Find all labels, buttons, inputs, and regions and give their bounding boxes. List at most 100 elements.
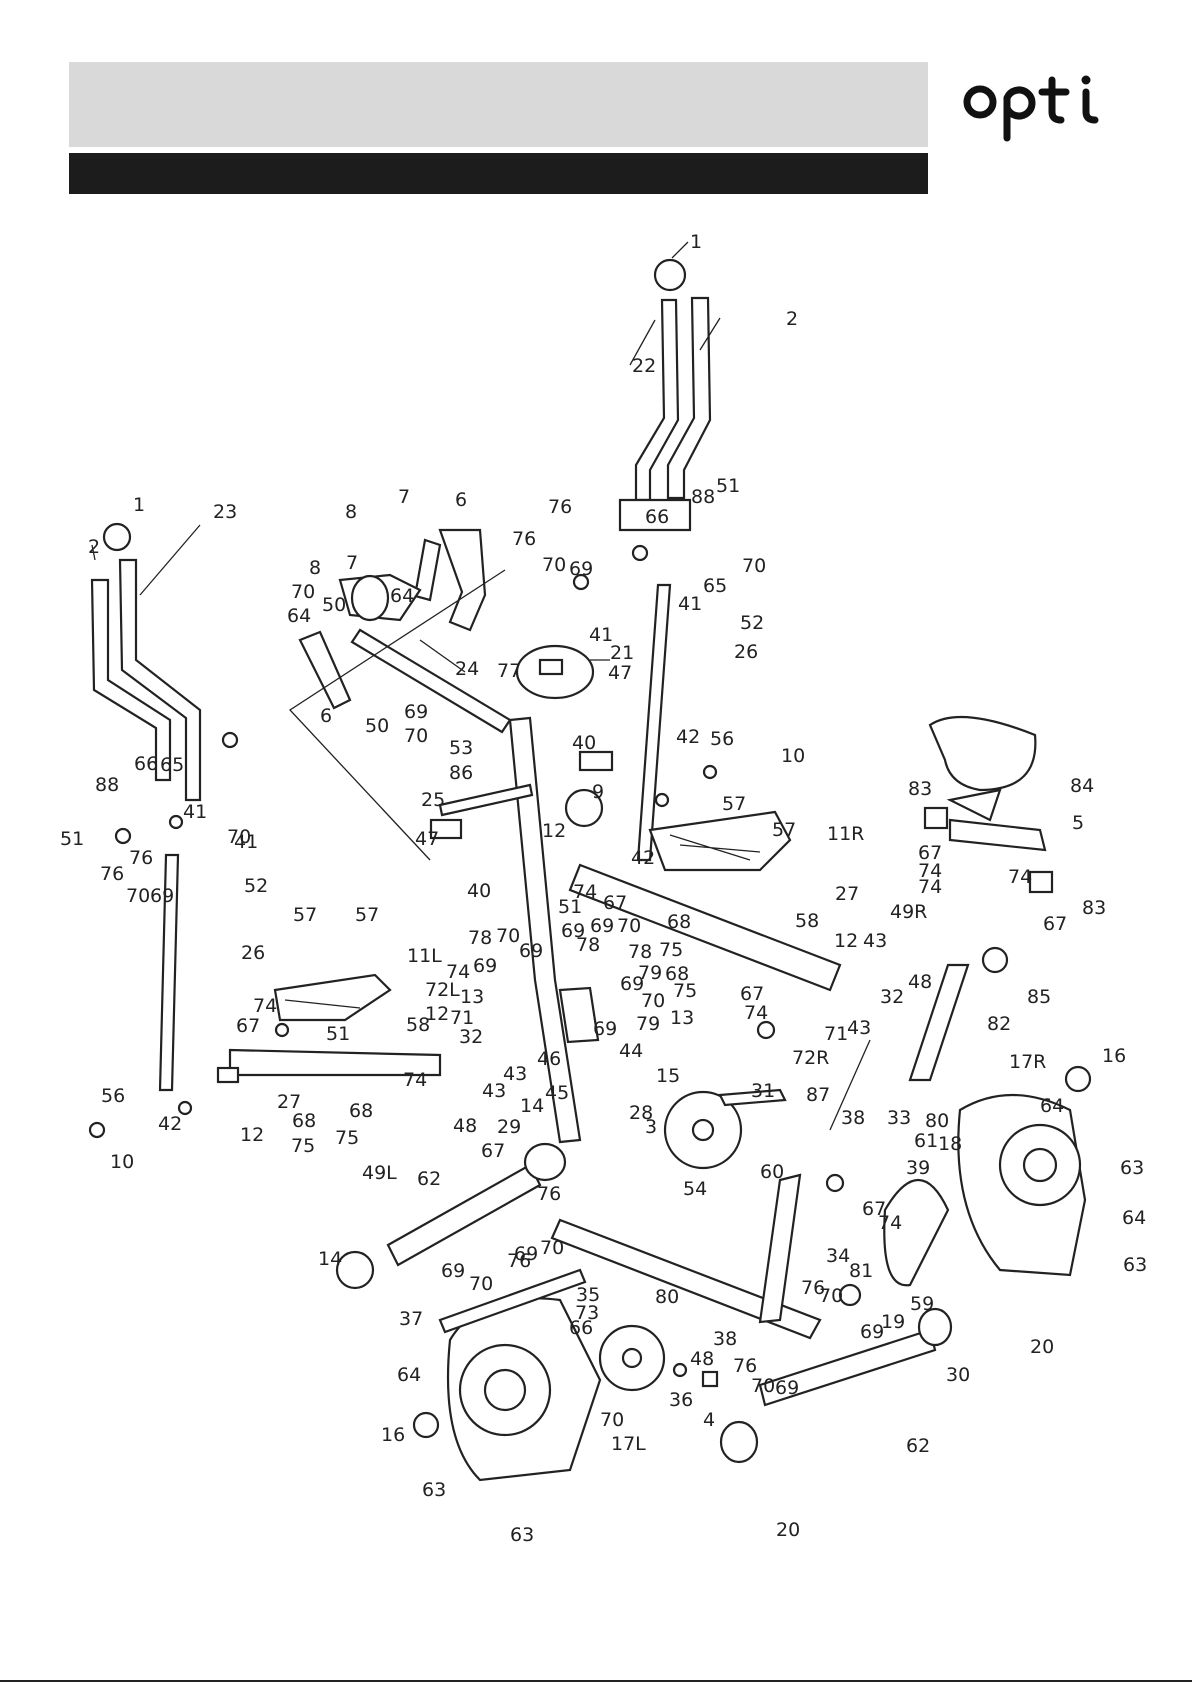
part-label: 2 [88, 536, 100, 558]
part-label: 88 [691, 486, 715, 508]
part-label: 57 [355, 904, 379, 926]
part-label: 34 [826, 1245, 850, 1267]
part-label: 43 [482, 1080, 506, 1102]
part-label: 32 [880, 986, 904, 1008]
drive-assembly [598, 1088, 950, 1392]
part-label: 76 [129, 847, 153, 869]
part-label: 51 [558, 896, 582, 918]
part-label: 63 [1120, 1157, 1144, 1179]
part-label: 17L [611, 1433, 646, 1455]
part-label: 18 [938, 1133, 962, 1155]
part-label: 30 [946, 1364, 970, 1386]
part-label: 80 [925, 1110, 949, 1132]
part-label: 69 [519, 940, 543, 962]
part-label: 76 [100, 863, 124, 885]
part-label: 71 [824, 1023, 848, 1045]
part-label: 47 [415, 828, 439, 850]
part-label: 1 [690, 231, 702, 253]
part-label: 76 [733, 1355, 757, 1377]
rear-tube-29 [335, 1142, 567, 1290]
base-frame [550, 1173, 953, 1464]
part-label: 73 [575, 1302, 599, 1324]
part-label: 70 [126, 885, 150, 907]
part-label: 65 [703, 575, 727, 597]
part-label: 64 [397, 1364, 421, 1386]
part-label: 79 [638, 962, 662, 984]
part-label: 5 [1072, 812, 1084, 834]
part-label: 56 [710, 728, 734, 750]
part-label: 56 [101, 1085, 125, 1107]
part-label: 71 [450, 1007, 474, 1029]
part-label: 12 [834, 930, 858, 952]
part-label: 16 [381, 1424, 405, 1446]
part-label: 41 [678, 593, 702, 615]
part-label: 74 [573, 881, 597, 903]
part-label: 2 [786, 308, 798, 330]
part-label: 28 [629, 1102, 653, 1124]
part-label: 38 [713, 1328, 737, 1350]
part-label: 78 [628, 941, 652, 963]
part-label: 74 [878, 1212, 902, 1234]
upper-grip-assembly [298, 528, 512, 734]
part-label: 7 [346, 552, 358, 574]
part-label: 12 [425, 1003, 449, 1025]
part-label: 26 [241, 942, 265, 964]
part-label: 4 [703, 1409, 715, 1431]
part-label: 70 [819, 1285, 843, 1307]
part-label: 69 [441, 1260, 465, 1282]
part-label: 23 [213, 501, 237, 523]
part-label: 74 [446, 961, 470, 983]
part-label: 58 [406, 1014, 430, 1036]
part-label: 70 [600, 1409, 624, 1431]
part-label: 35 [576, 1284, 600, 1306]
part-label: 25 [421, 789, 445, 811]
part-label: 62 [906, 1435, 930, 1457]
part-label: 6 [320, 705, 332, 727]
part-label: 42 [676, 726, 700, 748]
part-label: 83 [1082, 897, 1106, 919]
part-label: 52 [244, 875, 268, 897]
part-label: 75 [659, 939, 683, 961]
part-label: 24 [455, 658, 479, 680]
small-hardware [88, 544, 871, 1388]
part-label: 46 [537, 1048, 561, 1070]
part-label: 67 [236, 1015, 260, 1037]
part-label: 57 [722, 793, 746, 815]
part-label: 52 [740, 612, 764, 634]
part-label: 49L [362, 1162, 397, 1184]
part-label: 70 [542, 554, 566, 576]
part-label: 61 [914, 1130, 938, 1152]
part-label: 70 [404, 725, 428, 747]
part-label: 14 [318, 1248, 342, 1270]
part-label: 40 [572, 732, 596, 754]
part-label: 86 [449, 762, 473, 784]
part-label: 16 [1102, 1045, 1126, 1067]
part-label: 68 [667, 911, 691, 933]
part-label: 57 [772, 819, 796, 841]
part-label: 76 [507, 1250, 531, 1272]
part-label: 54 [683, 1178, 707, 1200]
part-label: 70 [227, 826, 251, 848]
part-label: 76 [512, 528, 536, 550]
part-label: 48 [453, 1115, 477, 1137]
part-label: 33 [887, 1107, 911, 1129]
handlebar-left-assembly [90, 522, 202, 802]
part-label: 42 [631, 847, 655, 869]
part-label: 27 [277, 1091, 301, 1113]
part-label: 69 [775, 1377, 799, 1399]
part-label: 74 [253, 995, 277, 1017]
part-label: 85 [1027, 986, 1051, 1008]
part-label: 48 [690, 1348, 714, 1370]
part-label: 67 [862, 1198, 886, 1220]
part-label: 57 [293, 904, 317, 926]
part-label: 40 [467, 880, 491, 902]
part-label: 74 [1008, 866, 1032, 888]
handlebar-right-assembly [618, 241, 721, 532]
part-label: 58 [795, 910, 819, 932]
part-label: 65 [160, 754, 184, 776]
part-label: 47 [608, 662, 632, 684]
part-label: 19 [881, 1311, 905, 1333]
part-label: 50 [322, 594, 346, 616]
part-label: 70 [291, 581, 315, 603]
